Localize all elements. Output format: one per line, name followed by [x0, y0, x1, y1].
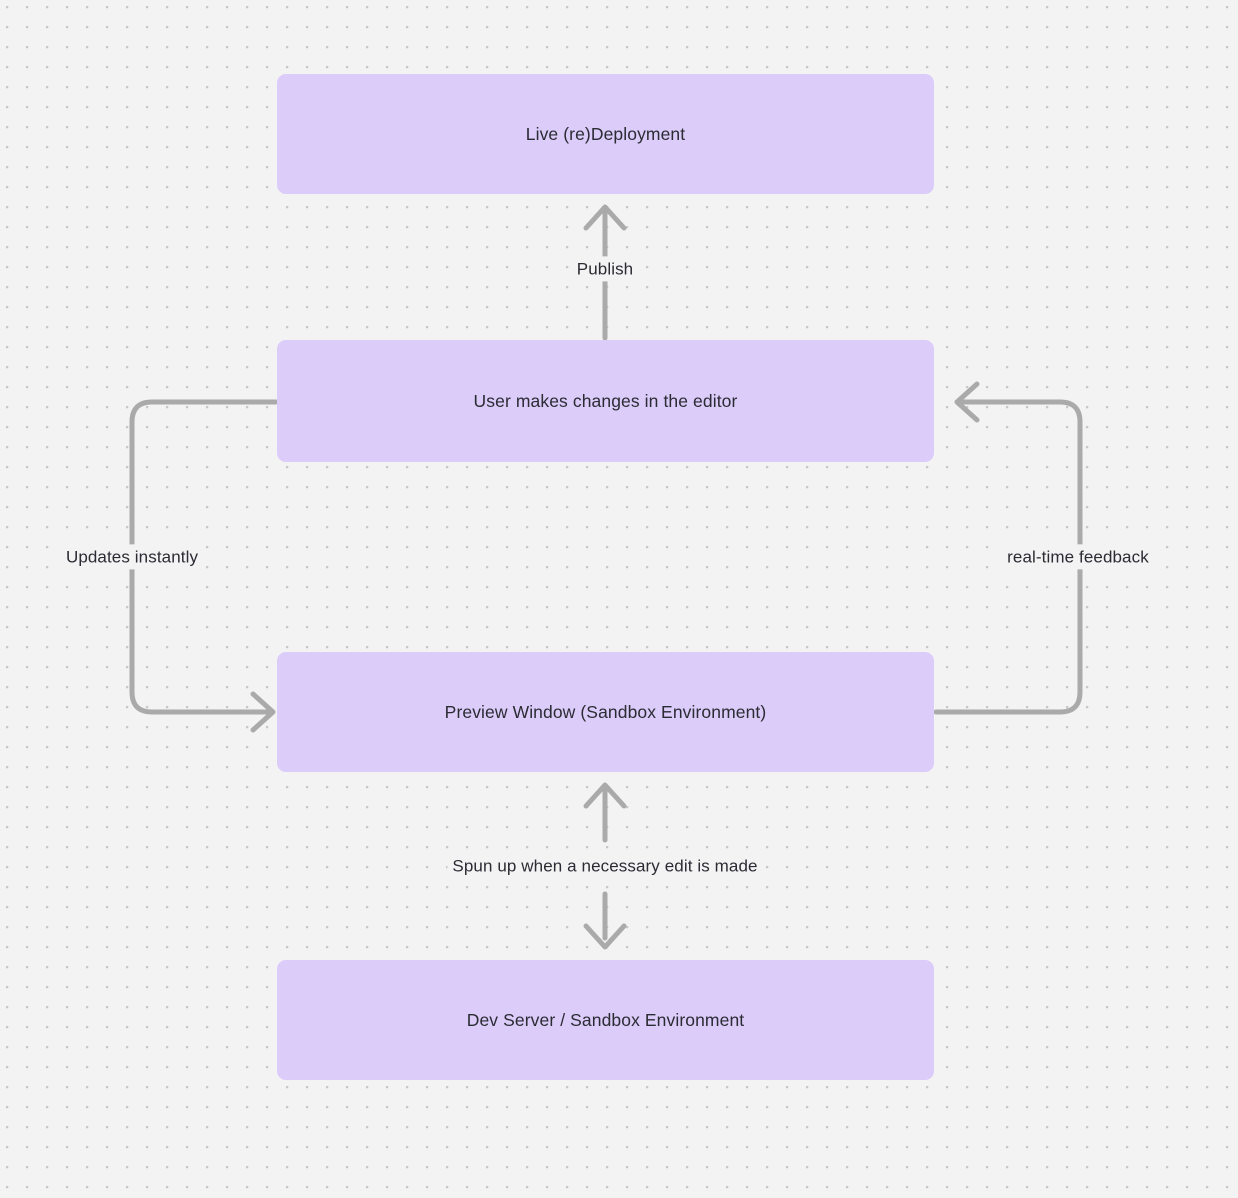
edge-label-updates-instantly: Updates instantly [60, 544, 204, 570]
node-preview-window[interactable]: Preview Window (Sandbox Environment) [277, 652, 934, 772]
node-dev-server[interactable]: Dev Server / Sandbox Environment [277, 960, 934, 1080]
node-label: User makes changes in the editor [473, 390, 738, 411]
edge-label-spun-up: Spun up when a necessary edit is made [447, 853, 763, 879]
edge-label-real-time-feedback: real-time feedback [1002, 544, 1154, 570]
node-label: Live (re)Deployment [525, 123, 686, 144]
node-live-deployment[interactable]: Live (re)Deployment [277, 74, 934, 194]
edge-label-publish: Publish [571, 256, 639, 282]
node-user-edits[interactable]: User makes changes in the editor [277, 340, 934, 462]
node-label: Preview Window (Sandbox Environment) [444, 701, 767, 722]
node-label: Dev Server / Sandbox Environment [466, 1009, 745, 1030]
